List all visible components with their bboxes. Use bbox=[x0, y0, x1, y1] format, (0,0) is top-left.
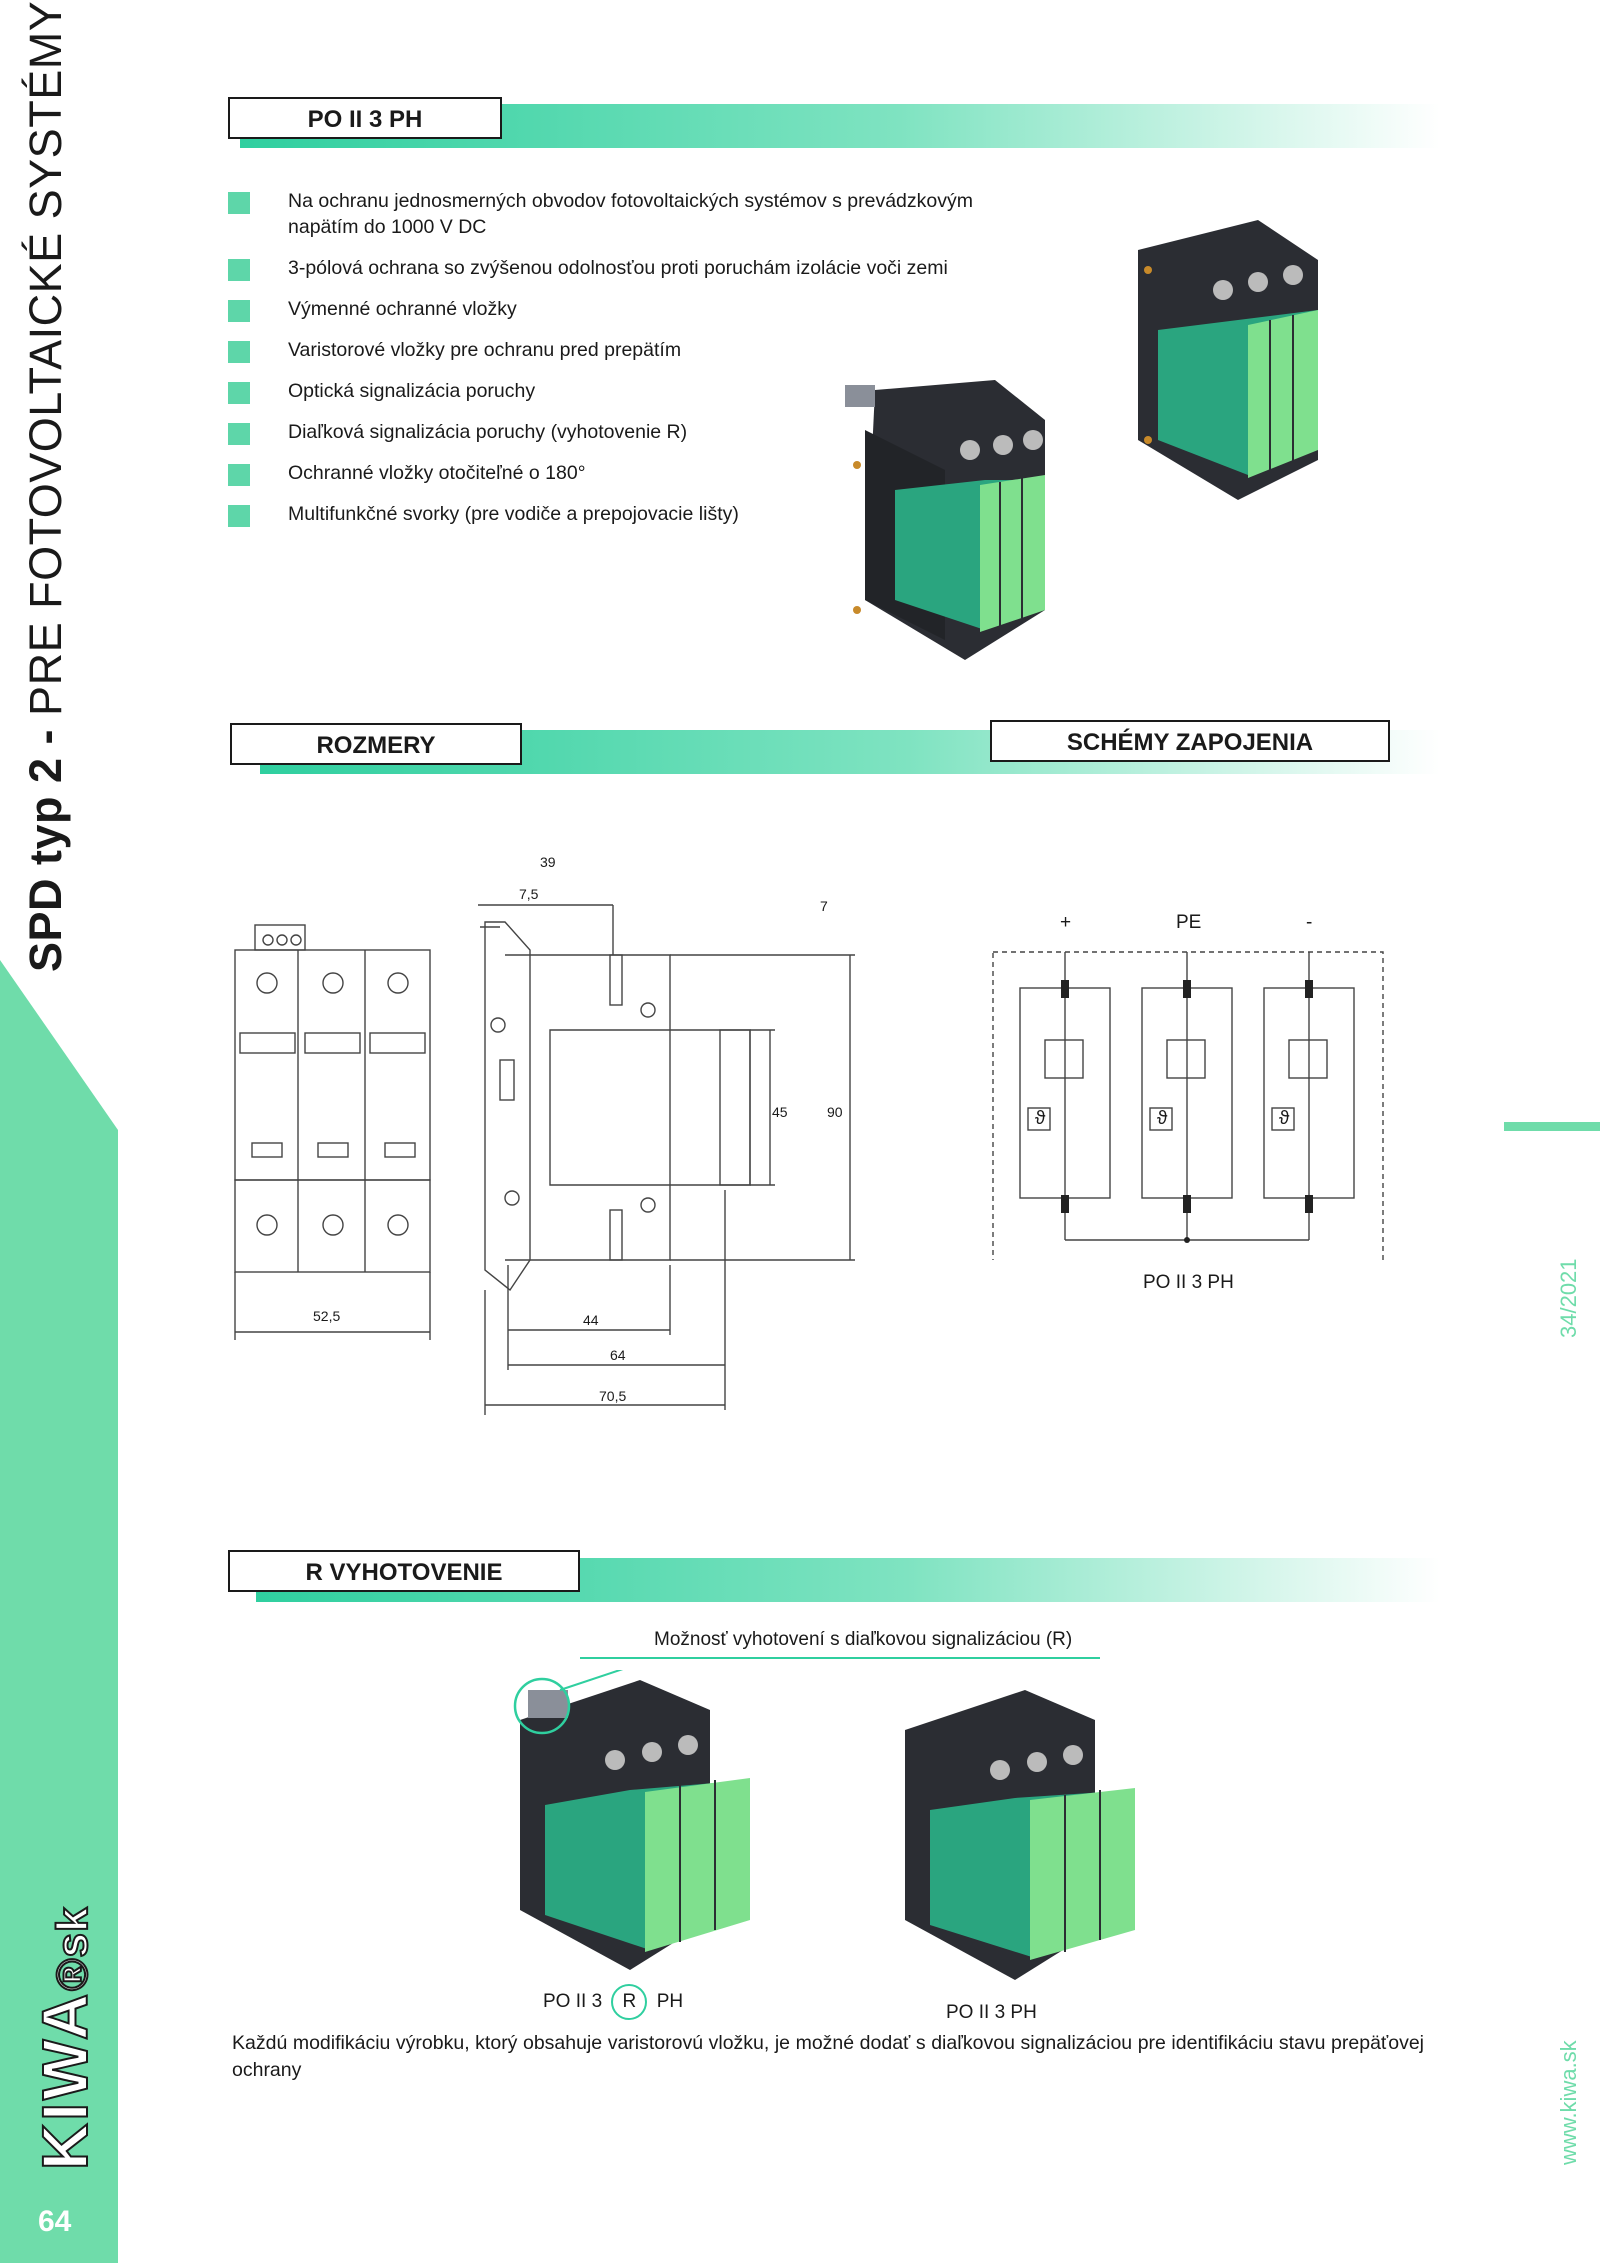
bullet-square bbox=[228, 382, 250, 404]
vertical-title-light: PRE FOTOVOLTAICKÉ SYSTÉMY bbox=[20, 0, 71, 716]
r-caption-right: PO II 3 PH bbox=[946, 2002, 1037, 2023]
bullet-square bbox=[228, 259, 250, 281]
dim-90: 90 bbox=[827, 1104, 843, 1120]
bottom-note: Každú modifikáciu výrobku, ktorý obsahuj… bbox=[232, 2032, 1424, 2081]
feature-item: 3-pólová ochrana so zvýšenou odolnosťou … bbox=[228, 255, 1048, 281]
feature-item: Optická signalizácia poruchy bbox=[228, 378, 1048, 404]
r-caption-left: PO II 3 R PH bbox=[543, 1984, 683, 2020]
dim-44: 44 bbox=[583, 1312, 599, 1328]
r-callout: Možnosť vyhotovení s diaľkovou signalizá… bbox=[654, 1629, 1073, 1650]
product-photo-front bbox=[845, 380, 1045, 660]
dim-70-5: 70,5 bbox=[599, 1388, 627, 1404]
vertical-title-bold: SPD typ 2 - bbox=[20, 728, 71, 972]
feature-item: Multifunkčné svorky (pre vodiče a prepoj… bbox=[228, 501, 1048, 527]
theta-symbol: ϑ bbox=[1157, 1108, 1168, 1129]
bullet-square bbox=[228, 464, 250, 486]
page-number: 64 bbox=[38, 2205, 72, 2238]
product-photo-r bbox=[513, 1670, 750, 1970]
kiwa-logo: KIWA®sk bbox=[28, 1906, 102, 2171]
right-accent-bar bbox=[1504, 1122, 1600, 1131]
website-link[interactable]: www.kiwa.sk bbox=[1556, 2040, 1581, 2165]
product-photo-back bbox=[1138, 220, 1318, 500]
wiring-schematic bbox=[992, 951, 1384, 1260]
section-title-product: PO II 3 PH bbox=[228, 97, 502, 139]
issue-label: 34/2021 bbox=[1556, 1258, 1581, 1338]
section-title-r: R VYHOTOVENIE bbox=[228, 1550, 580, 1592]
dim-7-5: 7,5 bbox=[519, 886, 539, 902]
schematic-caption: PO II 3 PH bbox=[1143, 1272, 1234, 1293]
terminal-pe: PE bbox=[1176, 912, 1202, 933]
feature-item: Diaľková signalizácia poruchy (vyhotoven… bbox=[228, 419, 1048, 445]
bullet-square bbox=[228, 423, 250, 445]
dimension-drawing-side bbox=[478, 904, 855, 1415]
product-photo-standard bbox=[905, 1690, 1135, 1980]
dim-7: 7 bbox=[820, 898, 828, 914]
dim-45: 45 bbox=[772, 1104, 788, 1120]
feature-item: Ochranné vložky otočiteľné o 180° bbox=[228, 460, 1048, 486]
section-title-schematic: SCHÉMY ZAPOJENIA bbox=[990, 720, 1390, 762]
bullet-square bbox=[228, 341, 250, 363]
dim-64: 64 bbox=[610, 1347, 626, 1363]
bullet-square bbox=[228, 192, 250, 214]
dimension-drawing-front bbox=[234, 924, 431, 1340]
bullet-square bbox=[228, 300, 250, 322]
feature-item: Na ochranu jednosmerných obvodov fotovol… bbox=[228, 188, 1048, 240]
bullet-square bbox=[228, 505, 250, 527]
dim-52-5: 52,5 bbox=[313, 1308, 341, 1324]
side-band bbox=[0, 960, 118, 2263]
callout-underline bbox=[580, 1657, 1100, 1659]
theta-symbol: ϑ bbox=[1279, 1108, 1290, 1129]
feature-list: Na ochranu jednosmerných obvodov fotovol… bbox=[228, 188, 1048, 542]
terminal-minus: - bbox=[1306, 912, 1313, 933]
feature-item: Varistorové vložky pre ochranu pred prep… bbox=[228, 337, 1048, 363]
r-circle-mark: R bbox=[611, 1984, 648, 2020]
theta-symbol: ϑ bbox=[1035, 1108, 1046, 1129]
vertical-page-title: SPD typ 2 - PRE FOTOVOLTAICKÉ SYSTÉMY bbox=[20, 1, 72, 972]
feature-item: Výmenné ochranné vložky bbox=[228, 296, 1048, 322]
section-title-dimensions: ROZMERY bbox=[230, 723, 522, 765]
dim-39: 39 bbox=[540, 854, 556, 870]
terminal-plus: + bbox=[1060, 912, 1072, 933]
